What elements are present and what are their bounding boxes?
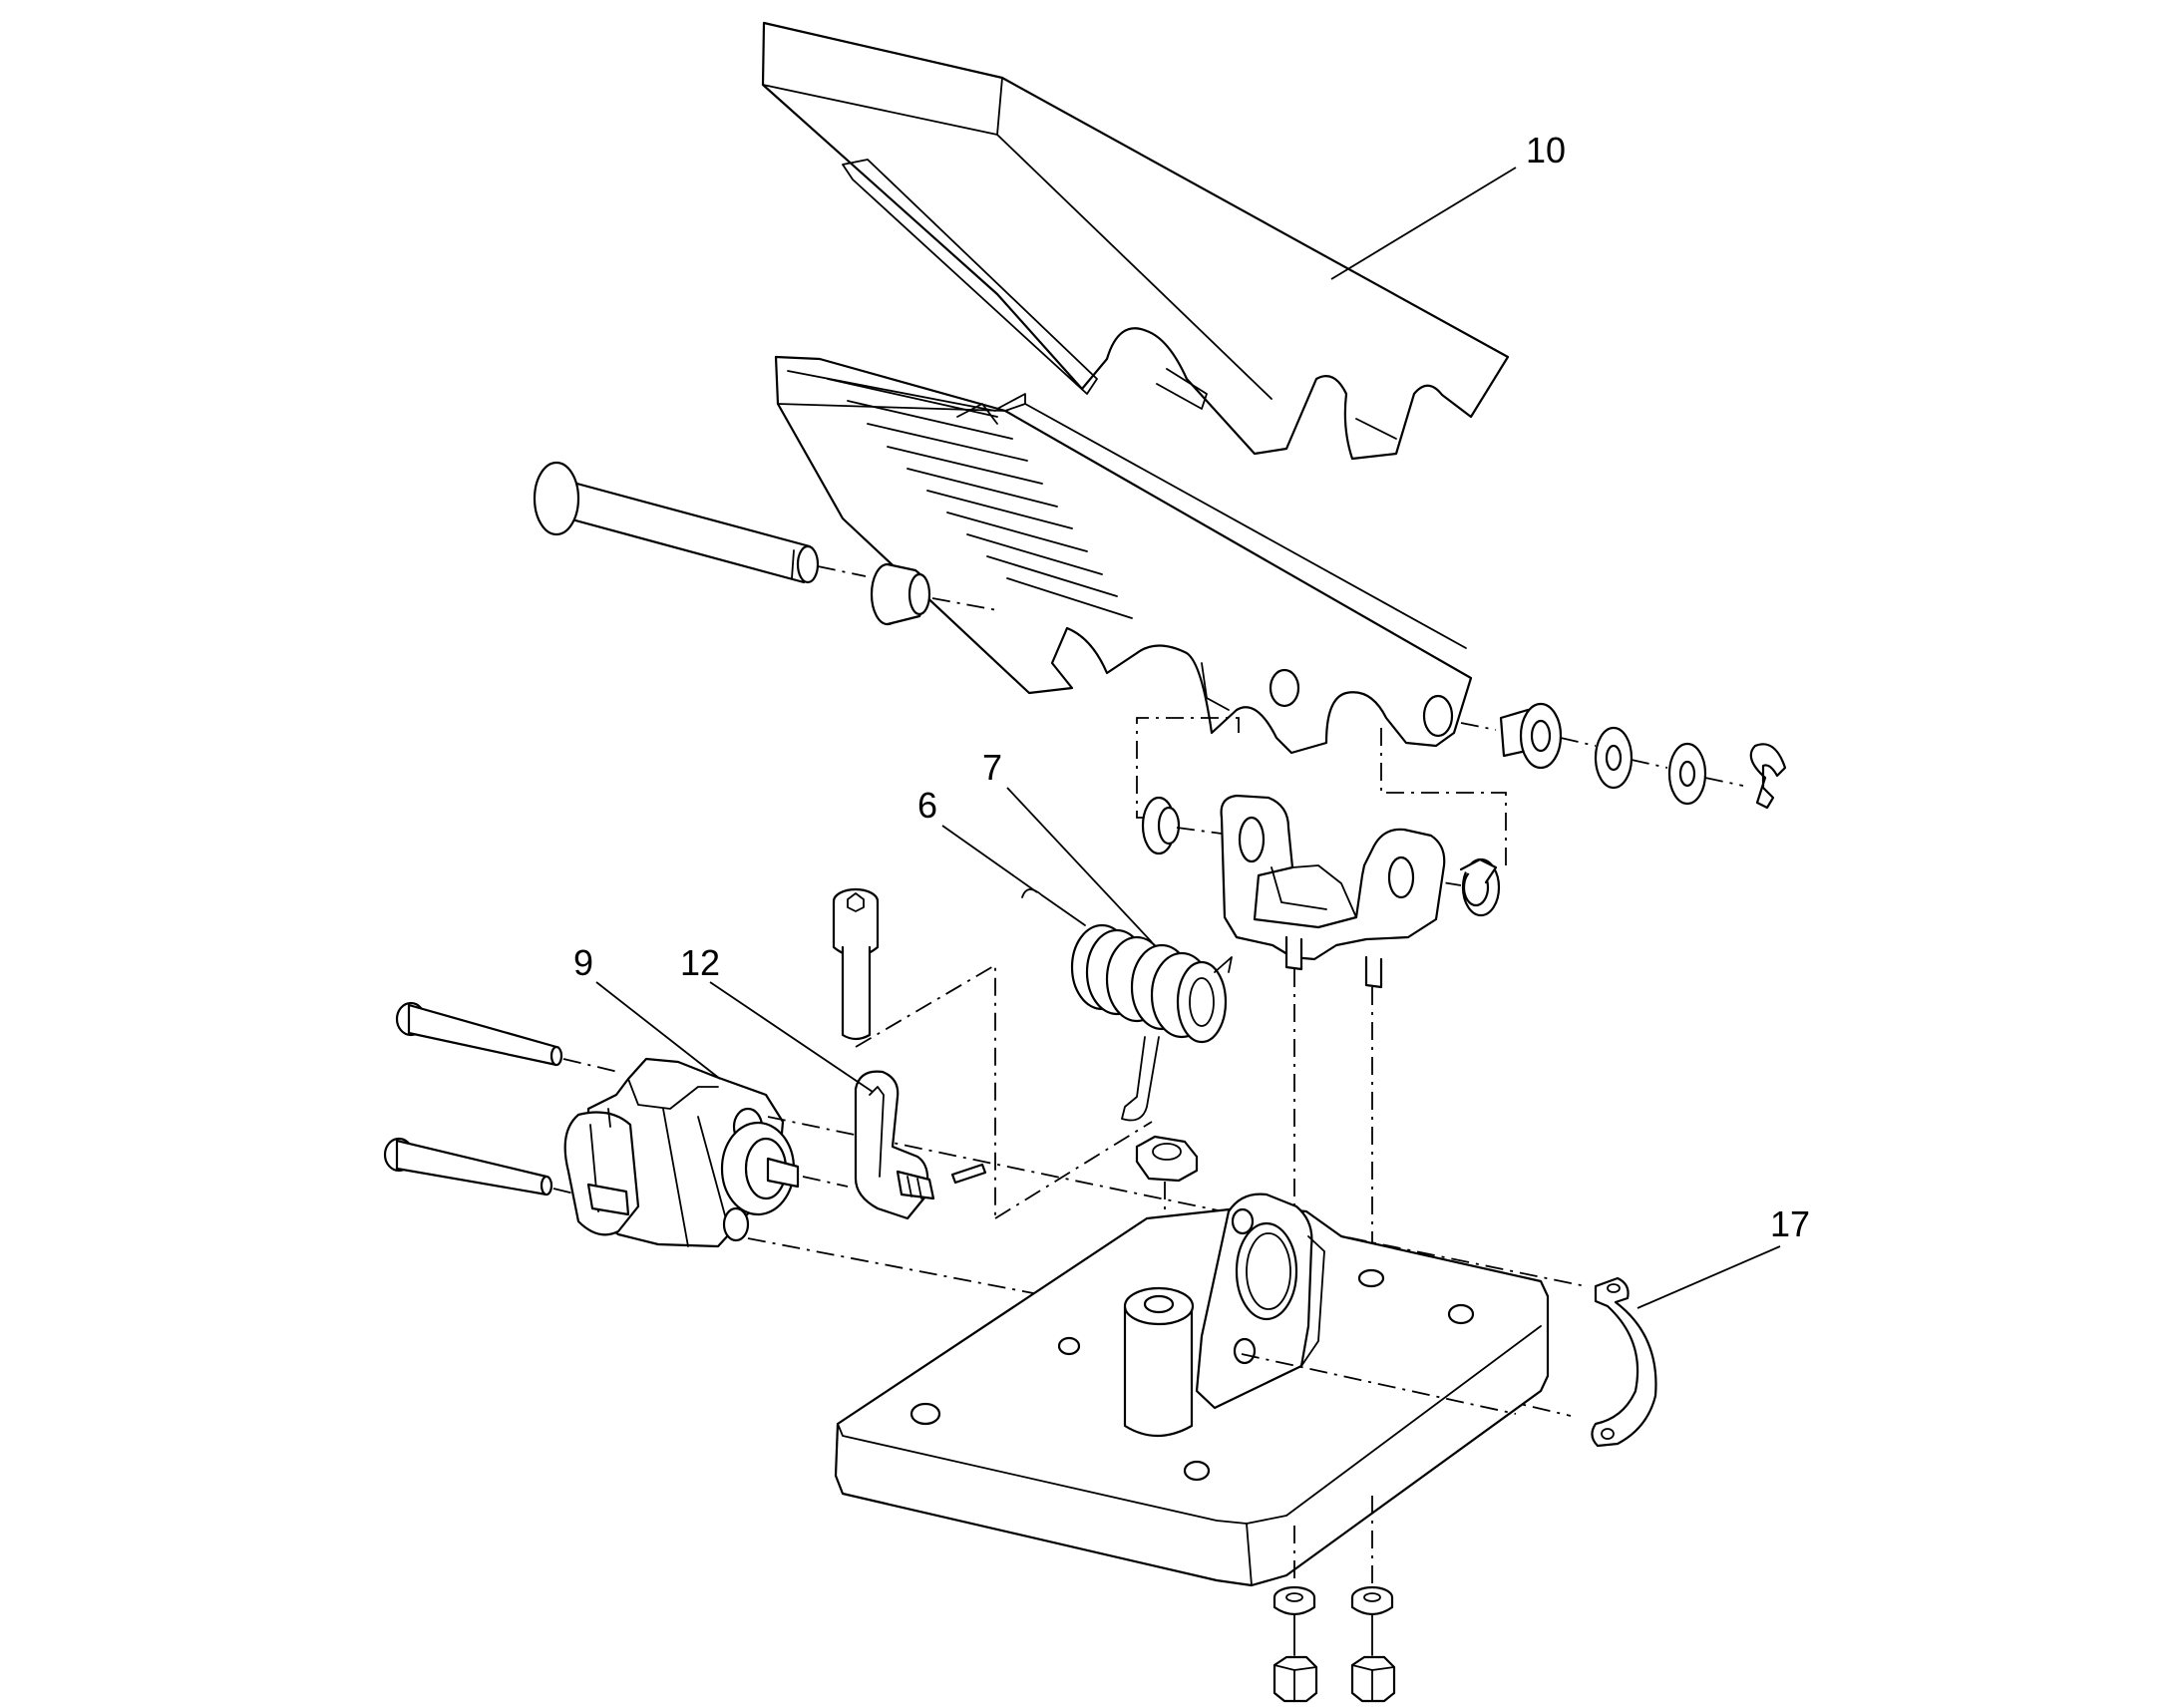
bracket-bushing-right — [1459, 857, 1501, 917]
pedal-body — [774, 355, 1473, 755]
lever-part-12 — [854, 1070, 935, 1220]
leader-17 — [1636, 1245, 1781, 1309]
pedal-bracket — [1220, 794, 1446, 989]
clip-part-17 — [1591, 1276, 1657, 1448]
hex-nut — [1135, 1135, 1199, 1183]
bushing-left — [870, 562, 931, 626]
pivot-pin — [533, 461, 820, 584]
bushing-right — [1499, 702, 1563, 770]
leader-10 — [1330, 167, 1517, 280]
callout-17: 17 — [1770, 1203, 1810, 1244]
roll-pin — [950, 1163, 987, 1185]
leader-9 — [595, 981, 721, 1080]
socket-head-screw — [832, 887, 880, 1041]
bolt-upper — [395, 1001, 563, 1067]
bolt-lower — [383, 1137, 553, 1196]
bottom-washer-right — [1350, 1585, 1394, 1616]
callout-9: 9 — [573, 942, 593, 983]
washer-right-2 — [1667, 742, 1707, 806]
circlip-right — [1749, 743, 1787, 810]
bracket-bushing-left — [1141, 796, 1181, 855]
sensor-part-9 — [563, 1057, 800, 1248]
base-post — [1123, 1286, 1195, 1437]
bottom-nut-left — [1272, 1655, 1318, 1703]
torsion-spring-part-7 — [1021, 888, 1233, 1122]
leader-6 — [941, 825, 1038, 893]
pedal-cover-part-10 — [761, 21, 1510, 461]
callout-12: 12 — [680, 942, 720, 983]
washer-right-1 — [1594, 726, 1634, 790]
leader-7 — [1006, 787, 1153, 943]
callout-6: 6 — [917, 785, 937, 826]
bottom-nut-right — [1350, 1655, 1396, 1703]
callout-10: 10 — [1526, 130, 1566, 171]
bottom-washer-left — [1272, 1585, 1316, 1616]
callout-7: 7 — [982, 747, 1002, 788]
leader-12 — [709, 981, 874, 1093]
base-upright-bracket — [1195, 1193, 1325, 1410]
